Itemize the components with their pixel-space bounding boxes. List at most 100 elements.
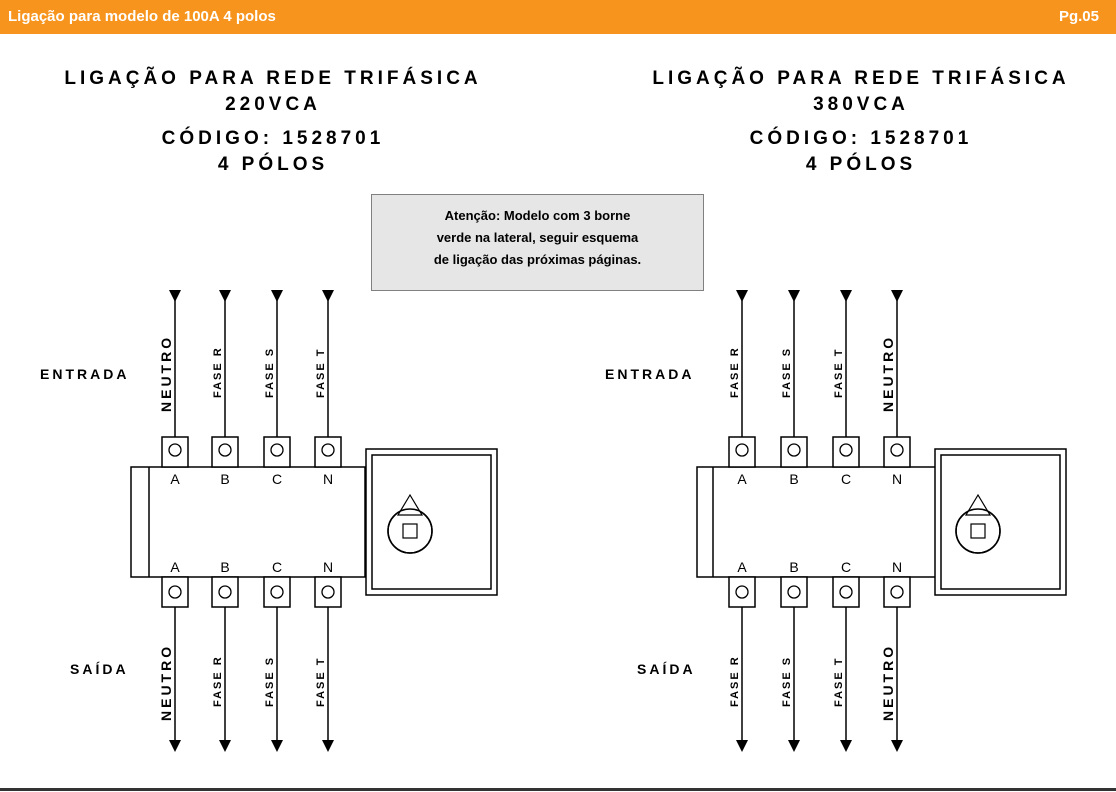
right-output-wire-label-2: FASE S — [781, 656, 793, 707]
right-bottom-terminal-2 — [780, 576, 808, 608]
right-terminal-label-bottom-3: C — [841, 559, 851, 575]
right-input-wire-label-3: FASE T — [833, 347, 845, 398]
right-top-terminal-2 — [780, 436, 808, 468]
left-input-arrow-2 — [219, 290, 231, 302]
left-top-terminal-screw-3 — [270, 443, 284, 457]
left-output-wire-label-2: FASE R — [212, 655, 224, 707]
left-terminal-label-bottom-3: C — [272, 559, 282, 575]
right-output-arrow-4 — [891, 740, 903, 752]
left-knob-square — [402, 523, 418, 539]
left-input-wire-label-1: NEUTRO — [158, 335, 174, 412]
right-input-wire-label-1: FASE R — [729, 346, 741, 398]
left-output-wire-label-1: NEUTRO — [158, 644, 174, 721]
left-diagram-heading: LIGAÇÃO PARA REDE TRIFÁSICA 220VCA CÓDIG… — [0, 66, 546, 178]
left-output-arrow-2 — [219, 740, 231, 752]
left-terminal-label-top-4: N — [323, 471, 333, 487]
left-output-arrow-4 — [322, 740, 334, 752]
bottom-rule — [0, 788, 1116, 791]
left-bottom-terminal-screw-1 — [168, 585, 182, 599]
left-terminal-label-bottom-2: B — [220, 559, 229, 575]
right-terminal-label-top-3: C — [841, 471, 851, 487]
left-switch-body — [130, 466, 366, 578]
left-output-wire-label-3: FASE S — [264, 656, 276, 707]
left-poles: 4 PÓLOS — [217, 154, 329, 175]
right-bottom-terminal-screw-1 — [735, 585, 749, 599]
left-input-wire-label-4: FASE T — [315, 347, 327, 398]
left-input-arrow-3 — [271, 290, 283, 302]
right-input-arrow-3 — [840, 290, 852, 302]
right-handle-housing-inner — [940, 454, 1061, 590]
right-bottom-terminal-screw-3 — [839, 585, 853, 599]
notice-line-2: verde na lateral, seguir esquema — [436, 230, 639, 245]
right-input-arrow-2 — [788, 290, 800, 302]
right-output-wire-label-4: NEUTRO — [880, 644, 896, 721]
left-bottom-terminal-2 — [211, 576, 239, 608]
right-terminal-label-bottom-2: B — [789, 559, 798, 575]
left-terminal-label-top-1: A — [170, 471, 180, 487]
right-output-arrow-2 — [788, 740, 800, 752]
right-code: CÓDIGO: 1528701 — [749, 128, 973, 149]
right-terminal-label-top-4: N — [892, 471, 902, 487]
right-input-wire-label-2: FASE S — [781, 347, 793, 398]
right-terminal-label-top-1: A — [737, 471, 747, 487]
left-top-terminal-screw-2 — [218, 443, 232, 457]
right-handle-housing — [934, 448, 1067, 596]
left-output-wire-label-4: FASE T — [315, 656, 327, 707]
right-poles: 4 PÓLOS — [805, 154, 917, 175]
right-output-wire-label-1: FASE R — [729, 655, 741, 707]
left-top-terminal-4 — [314, 436, 342, 468]
right-output-label: SAÍDA — [637, 661, 696, 677]
left-input-arrow-1 — [169, 290, 181, 302]
left-voltage: 220VCA — [225, 94, 321, 115]
page-number: Pg.05 — [1058, 8, 1099, 25]
right-output-wire-label-3: FASE T — [833, 656, 845, 707]
header-bar: Ligação para modelo de 100A 4 polos Pg.0… — [0, 0, 1116, 34]
right-switch-body — [696, 466, 938, 578]
left-handle-housing-inner — [371, 454, 492, 590]
right-title: LIGAÇÃO PARA REDE TRIFÁSICA — [652, 68, 1070, 89]
left-output-arrow-3 — [271, 740, 283, 752]
left-input-label: ENTRADA — [40, 366, 129, 382]
right-terminal-label-top-2: B — [789, 471, 798, 487]
left-output-label: SAÍDA — [70, 661, 129, 677]
right-terminal-label-bottom-1: A — [737, 559, 747, 575]
right-top-terminal-screw-1 — [735, 443, 749, 457]
left-terminal-label-top-2: B — [220, 471, 229, 487]
right-input-wire-label-4: NEUTRO — [880, 335, 896, 412]
left-code: CÓDIGO: 1528701 — [161, 128, 385, 149]
left-bottom-terminal-screw-3 — [270, 585, 284, 599]
left-handle-housing — [365, 448, 498, 596]
left-bottom-terminal-screw-4 — [321, 585, 335, 599]
notice-line-1: Atenção: Modelo com 3 borne — [444, 208, 631, 223]
left-top-terminal-screw-1 — [168, 443, 182, 457]
right-knob-square — [970, 523, 986, 539]
right-voltage: 380VCA — [813, 94, 909, 115]
right-top-terminal-screw-2 — [787, 443, 801, 457]
left-output-arrow-1 — [169, 740, 181, 752]
left-terminal-label-bottom-1: A — [170, 559, 180, 575]
header-title: Ligação para modelo de 100A 4 polos — [8, 8, 276, 25]
left-top-terminal-screw-4 — [321, 443, 335, 457]
left-title: LIGAÇÃO PARA REDE TRIFÁSICA — [64, 68, 482, 89]
left-input-arrow-4 — [322, 290, 334, 302]
attention-notice: Atenção: Modelo com 3 borne verde na lat… — [371, 194, 704, 291]
right-top-terminal-screw-4 — [890, 443, 904, 457]
right-bottom-terminal-screw-2 — [787, 585, 801, 599]
notice-line-3: de ligação das próximas páginas. — [433, 252, 642, 267]
right-terminal-label-bottom-4: N — [892, 559, 902, 575]
right-top-terminal-screw-3 — [839, 443, 853, 457]
right-bottom-terminal-4 — [883, 576, 911, 608]
right-diagram-heading: LIGAÇÃO PARA REDE TRIFÁSICA 380VCA CÓDIG… — [574, 66, 1116, 178]
left-bottom-terminal-screw-2 — [218, 585, 232, 599]
right-input-label: ENTRADA — [605, 366, 694, 382]
left-input-wire-label-3: FASE S — [264, 347, 276, 398]
left-terminal-label-top-3: C — [272, 471, 282, 487]
left-bottom-terminal-3 — [263, 576, 291, 608]
right-output-arrow-1 — [736, 740, 748, 752]
right-output-arrow-3 — [840, 740, 852, 752]
left-knob-outline — [387, 508, 433, 554]
right-input-arrow-1 — [736, 290, 748, 302]
left-terminal-label-bottom-4: N — [323, 559, 333, 575]
right-input-arrow-4 — [891, 290, 903, 302]
